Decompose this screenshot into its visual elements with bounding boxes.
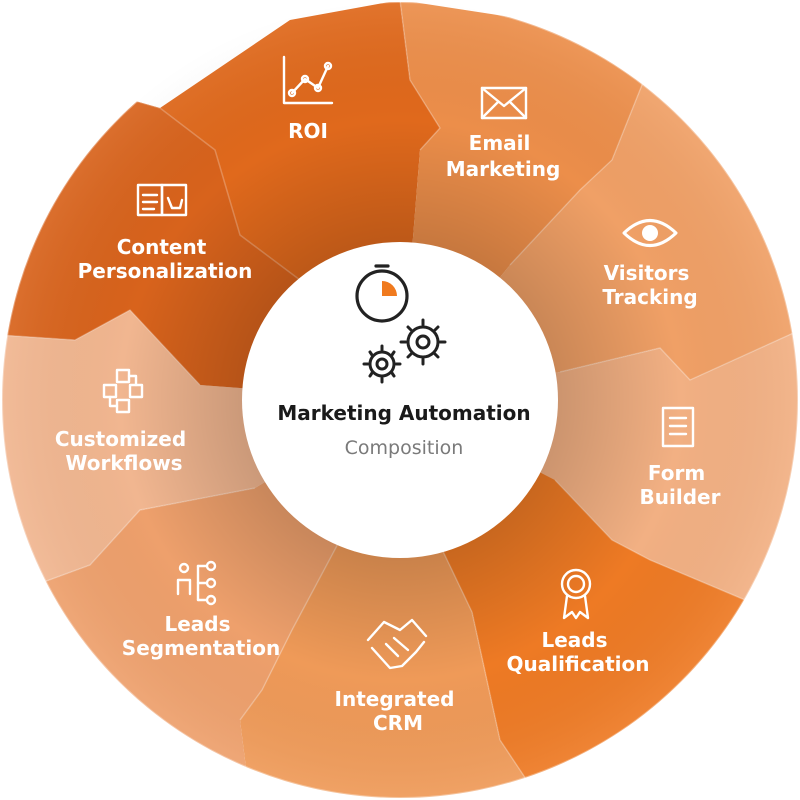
line-chart-icon <box>282 55 334 105</box>
label-leads-qualification: Leads Qualification <box>506 628 649 676</box>
handshake-icon <box>366 618 428 670</box>
label-roi: ROI <box>288 119 328 143</box>
label-customized-workflows: Customized Workflows <box>55 427 193 475</box>
person-hierarchy-icon <box>176 560 217 606</box>
label-form-builder: Form Builder <box>640 461 721 509</box>
label-visitors-tracking: Visitors Tracking <box>602 261 697 309</box>
clock-gears-icon <box>355 264 447 384</box>
label-integrated-crm: Integrated CRM <box>335 687 462 735</box>
center-title: Marketing Automation <box>277 401 530 425</box>
label-content-personalization: Content Personalization <box>78 235 253 283</box>
center-subtitle: Composition <box>345 437 464 459</box>
eye-icon <box>622 219 678 247</box>
flowchart-icon <box>102 368 144 414</box>
document-icon <box>661 406 695 448</box>
center-circle <box>242 242 558 558</box>
label-email-marketing: Email Marketing <box>446 131 561 181</box>
label-leads-segmentation: Leads Segmentation <box>122 612 280 660</box>
envelope-icon <box>480 86 528 120</box>
open-book-icon <box>136 183 188 217</box>
award-ribbon-icon <box>560 568 592 620</box>
